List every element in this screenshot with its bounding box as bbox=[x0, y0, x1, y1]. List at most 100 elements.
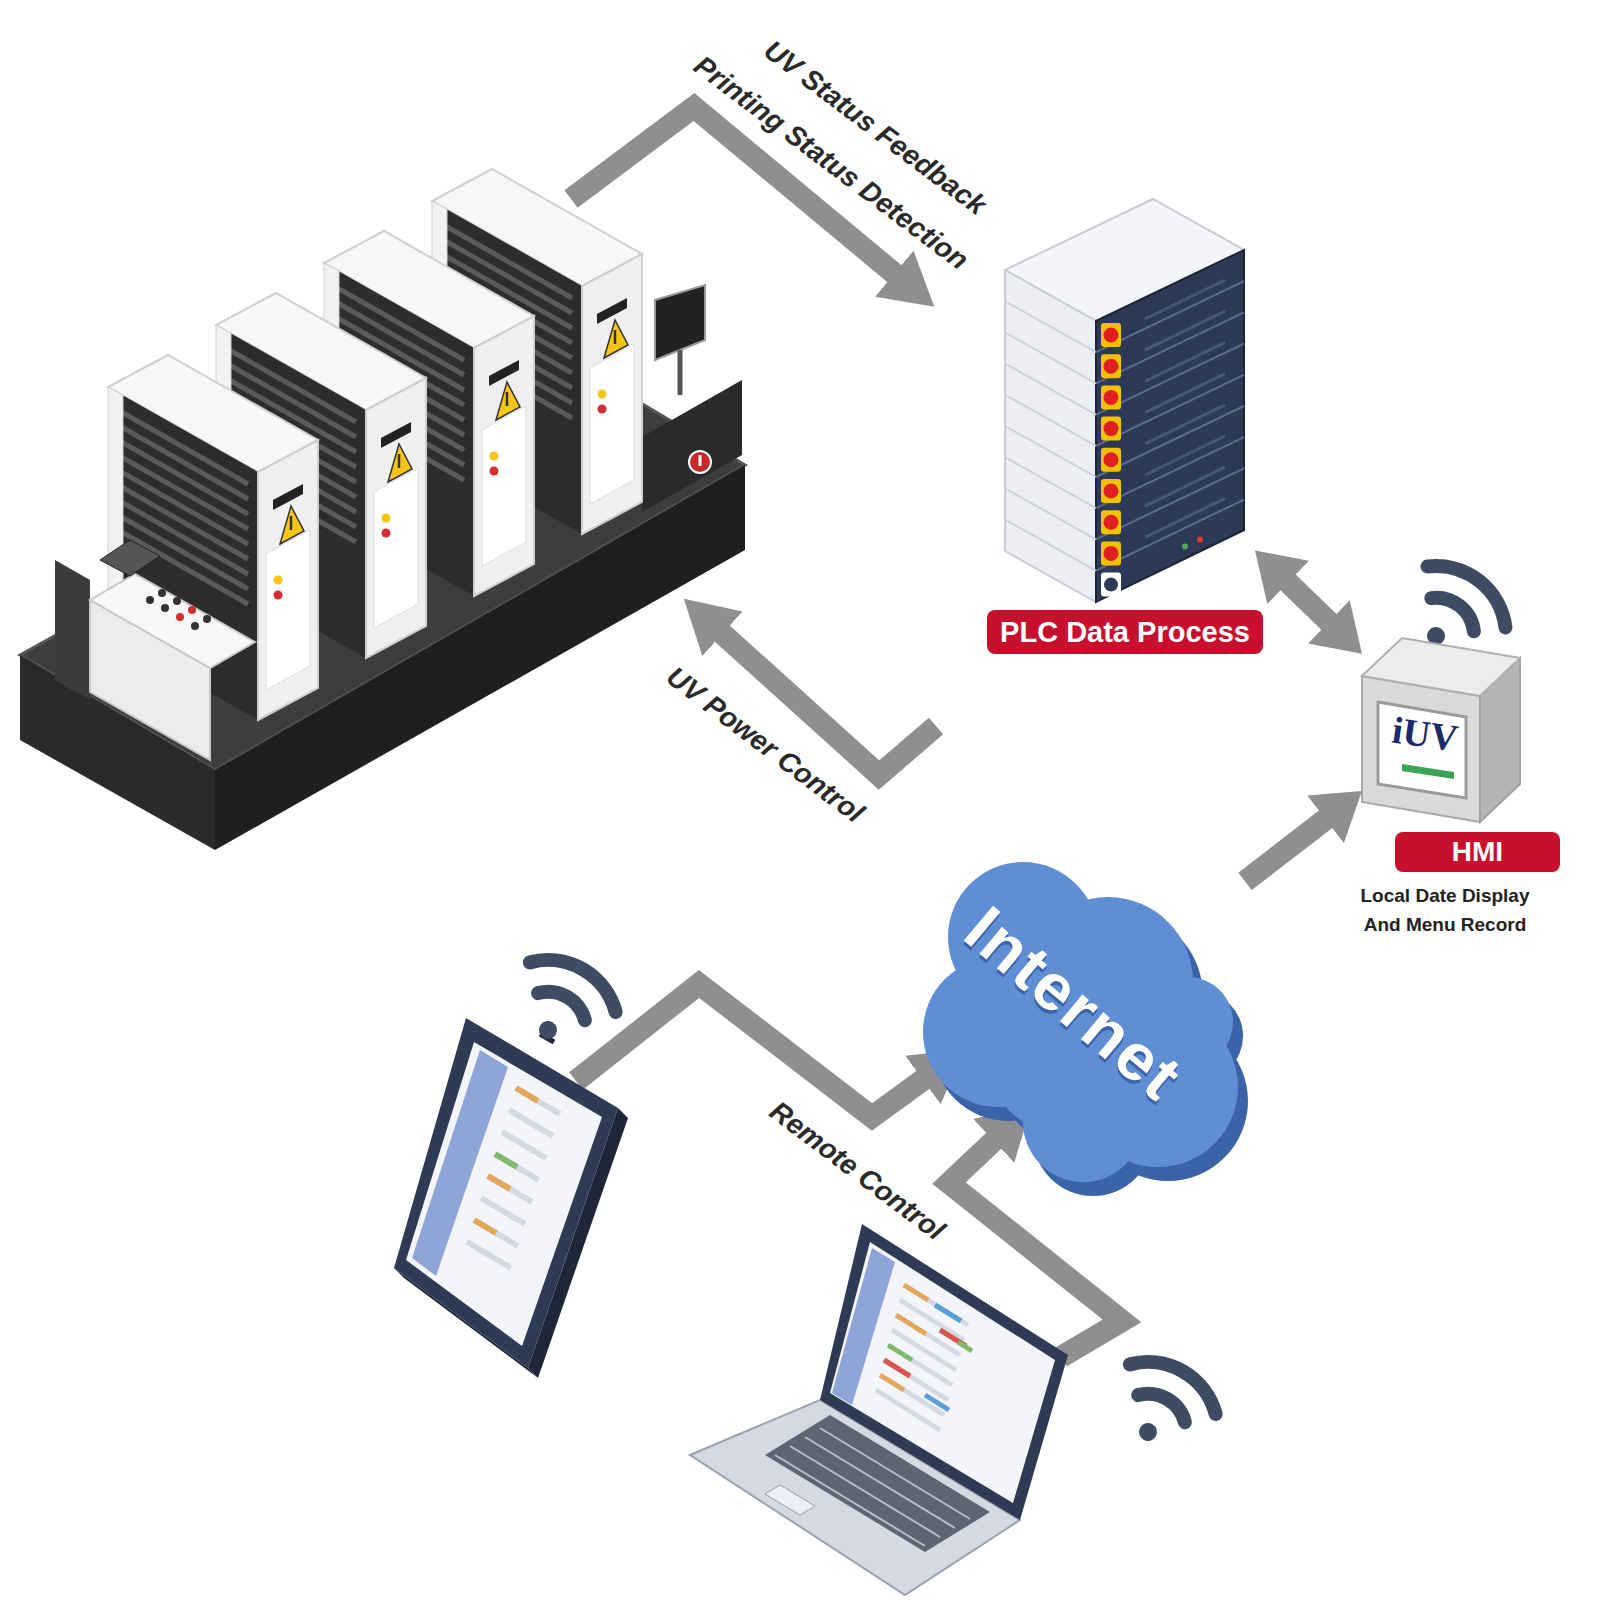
alert-symbol bbox=[689, 451, 711, 473]
rack-button-frame bbox=[1101, 385, 1121, 409]
rack-seam bbox=[1005, 488, 1096, 539]
rack-divider bbox=[1096, 437, 1244, 508]
rack-button-frame bbox=[1101, 417, 1121, 441]
rack-front bbox=[1096, 250, 1244, 602]
laptop-screen-frame bbox=[820, 1224, 1068, 1520]
rack-button-frame bbox=[1101, 541, 1121, 565]
rack-led bbox=[1182, 544, 1188, 550]
rack-button bbox=[1104, 452, 1119, 467]
wifi-arc bbox=[1427, 550, 1518, 627]
rack-button-frame bbox=[1101, 510, 1121, 534]
internet-cloud: Internet bbox=[903, 832, 1245, 1195]
remote-arrow bbox=[576, 984, 931, 1117]
key bbox=[158, 589, 166, 597]
laptop-lines bbox=[888, 1342, 972, 1360]
node-label: PLC Data Process bbox=[987, 610, 1263, 654]
connector-arrow bbox=[1238, 791, 1362, 890]
hmi-front bbox=[1362, 676, 1480, 822]
key bbox=[176, 613, 184, 621]
rack-slot bbox=[1145, 374, 1225, 413]
rack-button bbox=[1104, 484, 1119, 499]
rack-divider bbox=[1096, 500, 1244, 571]
wifi-arc bbox=[538, 983, 590, 1020]
rack-divider bbox=[1096, 281, 1244, 352]
rack-divider bbox=[1096, 468, 1244, 539]
key bbox=[161, 604, 169, 612]
feeder-top bbox=[90, 574, 255, 668]
wifi-dot bbox=[536, 1018, 561, 1043]
rack-side bbox=[1005, 270, 1096, 602]
logo-bar bbox=[1402, 764, 1454, 779]
rack-seam bbox=[1005, 457, 1096, 508]
tablet-lines bbox=[467, 1088, 560, 1268]
rack-slot bbox=[1145, 311, 1225, 350]
key bbox=[173, 597, 181, 605]
rack-divider bbox=[1096, 344, 1244, 415]
key bbox=[146, 596, 154, 604]
feeder-panel bbox=[100, 540, 160, 576]
rack-slot bbox=[1145, 405, 1225, 444]
key bbox=[203, 615, 211, 623]
wifi-arc bbox=[1431, 589, 1480, 631]
rack-seam bbox=[1005, 301, 1096, 352]
node-description: Local Date Display And Menu Record bbox=[1340, 882, 1550, 939]
rack-power-button bbox=[1104, 578, 1118, 592]
rack-button-frame bbox=[1101, 323, 1121, 347]
tablet-frame bbox=[394, 1018, 618, 1368]
tablet-sidebar bbox=[412, 1050, 508, 1276]
rack-seam bbox=[1005, 395, 1096, 446]
laptop-lines bbox=[925, 1305, 961, 1410]
rack-button-frame bbox=[1101, 448, 1121, 472]
rack-button-frame bbox=[1101, 354, 1121, 378]
rack-button bbox=[1104, 421, 1119, 436]
wifi-arc bbox=[1138, 1385, 1190, 1422]
rack-seam bbox=[1005, 426, 1096, 477]
hmi-top bbox=[1362, 638, 1520, 696]
wifi-arc bbox=[530, 945, 626, 1012]
alert-mark bbox=[699, 455, 702, 466]
press-delivery bbox=[642, 380, 742, 512]
rack-divider bbox=[1096, 406, 1244, 477]
key bbox=[188, 606, 196, 614]
rack-slot bbox=[1145, 498, 1225, 537]
wifi-dot bbox=[1136, 1420, 1161, 1445]
plc-rack: PLC Data Process bbox=[995, 190, 1255, 660]
rack-seam bbox=[1005, 364, 1096, 415]
rack-divider bbox=[1096, 312, 1244, 383]
rack-slot bbox=[1145, 342, 1225, 381]
laptop-trackpad bbox=[765, 1485, 815, 1515]
rack-button-frame bbox=[1101, 479, 1121, 503]
hmi-box: iUVHMILocal Date Display And Menu Record bbox=[1362, 638, 1520, 822]
cloud-body bbox=[923, 862, 1238, 1182]
laptop-sidebar bbox=[832, 1248, 895, 1405]
tablet-lines bbox=[495, 1154, 517, 1167]
node-label: HMI bbox=[1395, 832, 1560, 872]
rack-slot bbox=[1145, 436, 1225, 475]
rack-seam bbox=[1005, 332, 1096, 383]
key bbox=[191, 622, 199, 630]
wifi-arc bbox=[1130, 1347, 1226, 1414]
rack-divider bbox=[1096, 375, 1244, 446]
rack-slot bbox=[1145, 280, 1225, 319]
rack-slot bbox=[1145, 467, 1225, 506]
connector-arrow bbox=[1255, 551, 1362, 654]
tablet-screen bbox=[406, 1042, 602, 1346]
laptop-screen bbox=[830, 1242, 1055, 1503]
rack-button bbox=[1104, 546, 1119, 561]
wifi-symbol bbox=[501, 945, 626, 1063]
rack-power-frame bbox=[1101, 573, 1121, 597]
tablet-lines bbox=[474, 1088, 538, 1233]
plc-rack-outline bbox=[995, 190, 1255, 660]
laptop-lines bbox=[876, 1285, 968, 1430]
press-monitor bbox=[655, 285, 705, 360]
rack-button bbox=[1104, 515, 1119, 530]
keypad bbox=[146, 589, 211, 630]
rack-seam bbox=[1005, 520, 1096, 571]
rack-button bbox=[1104, 390, 1119, 405]
rack-button bbox=[1104, 328, 1119, 343]
feeder-side bbox=[55, 560, 90, 700]
rack-led bbox=[1197, 537, 1203, 543]
